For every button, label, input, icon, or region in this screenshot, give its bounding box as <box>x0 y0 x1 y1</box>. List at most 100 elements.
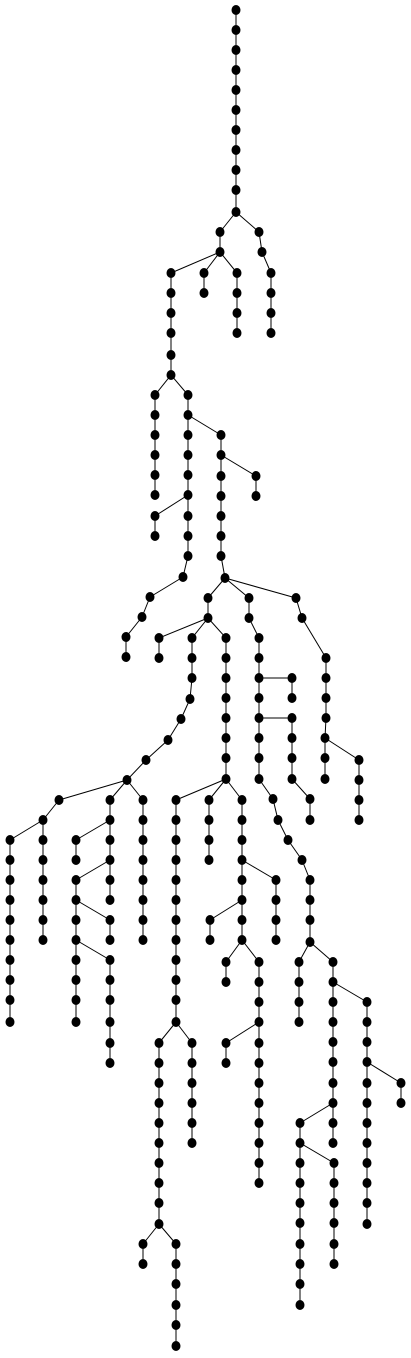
tree-node <box>271 875 281 885</box>
tree-node <box>154 1118 164 1128</box>
tree-node <box>154 1158 164 1168</box>
tree-edge <box>235 211 260 233</box>
tree-node <box>166 268 176 278</box>
tree-node <box>105 955 115 965</box>
tree-node <box>221 713 231 723</box>
tree-node <box>237 815 247 825</box>
tree-edge <box>299 1142 335 1164</box>
tree-node <box>5 855 15 865</box>
tree-node <box>328 1098 338 1108</box>
tree-node <box>71 995 81 1005</box>
tree-node <box>320 733 330 743</box>
tree-edge <box>75 819 111 841</box>
tree-node <box>362 1138 372 1148</box>
tree-node <box>141 755 151 765</box>
tree-node <box>105 975 115 985</box>
tree-node <box>305 815 315 825</box>
tree-node <box>354 775 364 785</box>
tree-node <box>150 450 160 460</box>
tree-node <box>294 977 304 987</box>
tree-node <box>254 977 264 987</box>
tree-node <box>251 491 261 501</box>
tree-node <box>5 995 15 1005</box>
tree-node <box>266 268 276 278</box>
tree-node <box>150 390 160 400</box>
tree-node <box>199 268 209 278</box>
tree-node <box>231 207 241 217</box>
tree-node <box>5 875 15 885</box>
tree-edge <box>154 494 189 517</box>
tree-node <box>221 977 231 987</box>
tree-node <box>215 247 225 257</box>
tree-node <box>287 673 297 683</box>
tree-node <box>121 652 131 662</box>
tree-node <box>138 795 148 805</box>
tree-node <box>231 165 241 175</box>
tree-edge <box>75 899 111 921</box>
tree-node <box>71 915 81 925</box>
tree-node <box>231 185 241 195</box>
tree-node <box>187 1098 197 1108</box>
tree-node <box>266 288 276 298</box>
tree-root-node <box>231 5 241 15</box>
tree-node <box>362 997 372 1007</box>
tree-node <box>305 794 315 804</box>
tree-node <box>295 1218 305 1228</box>
tree-node <box>187 1058 197 1068</box>
tree-node <box>71 955 81 965</box>
tree-node <box>38 935 48 945</box>
tree-node <box>187 633 197 643</box>
tree-node <box>320 753 330 763</box>
tree-node <box>5 935 15 945</box>
tree-node <box>5 1017 15 1027</box>
tree-node <box>328 1057 338 1067</box>
tree-node <box>138 935 148 945</box>
tree-node <box>183 531 193 541</box>
tree-node <box>254 1078 264 1088</box>
tree-node <box>232 328 242 338</box>
tree-node <box>150 531 160 541</box>
tree-node <box>305 937 315 947</box>
tree-node <box>150 511 160 521</box>
tree-node <box>266 308 276 318</box>
tree-node <box>328 1138 338 1148</box>
tree-node <box>203 593 213 603</box>
tree-node <box>154 1138 164 1148</box>
tree-node <box>187 1118 197 1128</box>
tree-node <box>305 875 315 885</box>
tree-node <box>237 795 247 805</box>
tree-node <box>362 1078 372 1088</box>
tree-node <box>150 410 160 420</box>
tree-node <box>171 1259 181 1269</box>
tree-node <box>71 1017 81 1027</box>
tree-node <box>216 531 226 541</box>
tree-edge <box>224 577 250 599</box>
tree-node <box>320 774 330 784</box>
tree-node <box>295 1300 305 1310</box>
tree-edge <box>220 454 257 477</box>
tree-node <box>329 1158 339 1168</box>
tree-node <box>328 997 338 1007</box>
tree-node <box>254 1058 264 1068</box>
tree-node <box>205 915 215 925</box>
tree-node <box>216 491 226 501</box>
tree-node <box>187 1138 197 1148</box>
tree-node <box>231 65 241 75</box>
tree-node <box>237 875 247 885</box>
tree-node <box>171 1320 181 1330</box>
tree-edge <box>241 859 277 881</box>
tree-node <box>328 1037 338 1047</box>
tree-node <box>5 835 15 845</box>
tree-node <box>254 1138 264 1148</box>
tree-node <box>328 1078 338 1088</box>
tree-node <box>254 997 264 1007</box>
tree-node <box>329 1239 339 1249</box>
tree-node <box>237 935 247 945</box>
tree-node <box>291 593 301 603</box>
tree-node <box>221 633 231 643</box>
tree-node <box>362 1158 372 1168</box>
tree-edge <box>332 981 368 1003</box>
tree-node <box>5 955 15 965</box>
tree-node <box>216 450 226 460</box>
